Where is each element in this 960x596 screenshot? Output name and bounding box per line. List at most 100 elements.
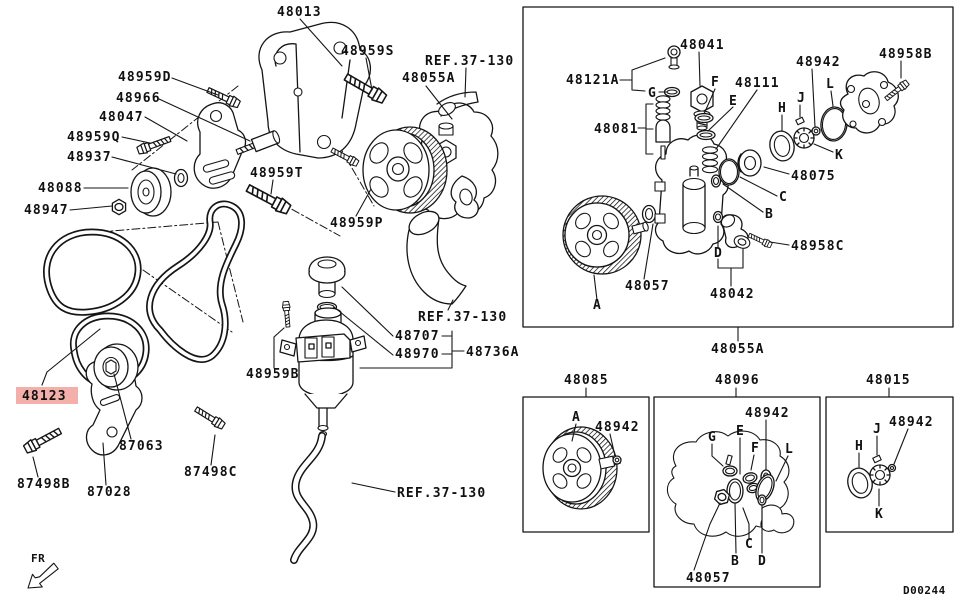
hose-ref-37-130-mid — [406, 210, 467, 305]
callout-48057-main[interactable]: 48057 — [625, 279, 670, 294]
callout-87498C[interactable]: 87498C — [184, 465, 238, 480]
callout-48942-box2[interactable]: 48942 — [745, 406, 790, 421]
letter-g-box2: G — [708, 430, 717, 445]
callout-48959P[interactable]: 48959P — [330, 216, 384, 231]
callout-48942-main[interactable]: 48942 — [796, 55, 841, 70]
key-j-main — [795, 116, 805, 126]
leader-lines-main-box — [593, 51, 902, 342]
callout-48959S[interactable]: 48959S — [341, 44, 395, 59]
callout-48959B[interactable]: 48959B — [246, 367, 300, 382]
letter-g-main: G — [648, 86, 657, 101]
oring-b-main — [710, 174, 722, 188]
callout-48123-highlighted[interactable]: 48123 — [22, 389, 67, 404]
bracket-48047 — [193, 102, 247, 189]
bolt-48959T — [243, 180, 293, 217]
letter-h-main: H — [778, 101, 787, 116]
letter-f-main: F — [711, 75, 720, 90]
callout-87498B[interactable]: 87498B — [17, 477, 71, 492]
bolt-87498C — [192, 404, 227, 431]
letter-a-box1: A — [572, 410, 581, 425]
callout-48958B[interactable]: 48958B — [879, 47, 933, 62]
callout-48096[interactable]: 48096 — [715, 373, 760, 388]
letter-b-main: B — [765, 207, 774, 222]
letter-c-main: C — [779, 190, 788, 205]
main-detail-box — [522, 6, 954, 328]
pump-housing-main — [654, 134, 729, 255]
highlight-48123 — [16, 387, 78, 404]
bolt-48959P — [329, 145, 361, 168]
callout-48111[interactable]: 48111 — [735, 76, 780, 91]
letter-b-box2: B — [731, 554, 740, 569]
suction-flange-48042 — [720, 214, 751, 249]
callout-48970[interactable]: 48970 — [395, 347, 440, 362]
oring-48942-main — [811, 126, 821, 136]
callout-48959D[interactable]: 48959D — [118, 70, 172, 85]
bolt-spacer-48966 — [235, 130, 281, 155]
callout-48942-box1[interactable]: 48942 — [595, 420, 640, 435]
letter-h-box3: H — [855, 439, 864, 454]
hose-ref-37-130-bottom — [290, 432, 326, 564]
callout-48042[interactable]: 48042 — [710, 287, 755, 302]
disc-48075 — [737, 149, 762, 177]
callout-48057-box2[interactable]: 48057 — [686, 571, 731, 586]
letter-k-main: K — [835, 148, 844, 163]
fitting-48121A — [667, 45, 681, 70]
seal-h-main — [769, 130, 795, 162]
callout-48075[interactable]: 48075 — [791, 169, 836, 184]
oring-g-main — [663, 86, 681, 98]
letter-d-box2: D — [758, 554, 767, 569]
bracket-48013 — [258, 21, 371, 159]
idler-pulley-48088 — [130, 167, 172, 217]
bolt-48958C — [746, 231, 774, 250]
letter-f-box2: F — [751, 441, 760, 456]
leader-lines-left — [32, 18, 467, 493]
callout-48958C[interactable]: 48958C — [791, 239, 845, 254]
callout-48959Q[interactable]: 48959Q — [67, 130, 121, 145]
callout-48707[interactable]: 48707 — [395, 329, 440, 344]
callout-48085[interactable]: 48085 — [564, 373, 609, 388]
callout-48081[interactable]: 48081 — [594, 122, 639, 137]
drawing-code: D00244 — [903, 584, 946, 596]
callout-48041[interactable]: 48041 — [680, 38, 725, 53]
callout-48013[interactable]: 48013 — [277, 5, 322, 20]
callout-48736A[interactable]: 48736A — [466, 345, 520, 360]
letter-c-box2: C — [745, 537, 754, 552]
fr-label: FR — [31, 552, 45, 565]
oring-f-main — [694, 112, 714, 124]
callout-87063[interactable]: 87063 — [119, 439, 164, 454]
sub-box-48085 — [522, 396, 650, 533]
callout-labels: 48013 48959S REF.37-130 48055A 48959D 48… — [17, 5, 934, 586]
callout-87028[interactable]: 87028 — [87, 485, 132, 500]
letter-d-main: D — [714, 246, 723, 261]
sub-box-48015 — [825, 396, 954, 533]
fr-arrow-icon — [27, 562, 59, 589]
callout-48055A-box[interactable]: 48055A — [711, 342, 765, 357]
oring-d-main — [712, 210, 724, 224]
letter-e-main: E — [729, 94, 738, 109]
bolt-48959B — [281, 300, 293, 328]
valve-kit-48081 — [655, 95, 671, 160]
callout-48088[interactable]: 48088 — [38, 181, 83, 196]
callout-48121A[interactable]: 48121A — [566, 73, 620, 88]
ref-label-bottom: REF.37-130 — [397, 486, 486, 501]
oring-c-main — [718, 158, 740, 186]
callout-48055A-left[interactable]: 48055A — [402, 71, 456, 86]
callout-48942-box3[interactable]: 48942 — [889, 415, 934, 430]
sub-box-48096 — [653, 396, 821, 588]
callout-48959T[interactable]: 48959T — [250, 166, 304, 181]
drive-belt-48123 — [43, 200, 245, 388]
callout-48947[interactable]: 48947 — [24, 203, 69, 218]
letter-k-box3: K — [875, 507, 884, 522]
callout-48015[interactable]: 48015 — [866, 373, 911, 388]
letter-j-box3: J — [873, 422, 882, 437]
tensioner-pulley-87063 — [93, 343, 139, 391]
callout-48937[interactable]: 48937 — [67, 150, 112, 165]
letter-a-main: A — [593, 298, 602, 313]
pulley-a-main — [562, 195, 649, 275]
oring-l-main — [820, 106, 848, 142]
callout-48966[interactable]: 48966 — [116, 91, 161, 106]
reservoir-tank-48970 — [279, 307, 367, 438]
callout-48047[interactable]: 48047 — [99, 110, 144, 125]
